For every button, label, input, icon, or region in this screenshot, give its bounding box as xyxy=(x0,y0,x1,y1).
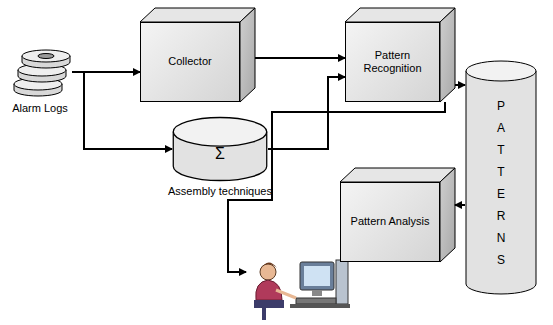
process-box: Pattern Analysis xyxy=(340,182,440,262)
flow-arrow xyxy=(455,84,465,86)
node-label: Alarm Logs xyxy=(12,102,68,115)
log-source: Alarm Logs xyxy=(2,40,78,115)
pattern-store: PATTERNS xyxy=(465,60,537,295)
disk-stack xyxy=(14,50,70,96)
flow-arrow xyxy=(255,57,345,59)
node-label: PATTERNS xyxy=(495,95,507,271)
process-box: Collector xyxy=(140,22,240,102)
flow-arrow xyxy=(268,77,345,149)
operator-at-computer xyxy=(254,260,350,320)
node-label: Pattern Analysis xyxy=(351,215,430,228)
technique-store: ΣAssembly techniques xyxy=(172,116,268,182)
node-label: Σ xyxy=(215,144,225,163)
node-label: Assembly techniques xyxy=(168,185,272,198)
node-label: Collector xyxy=(168,55,211,68)
node-label: Pattern Recognition xyxy=(350,49,435,75)
flow-arrow xyxy=(455,204,465,206)
process-box: Pattern Recognition xyxy=(345,22,440,102)
cube-faces xyxy=(140,8,455,262)
